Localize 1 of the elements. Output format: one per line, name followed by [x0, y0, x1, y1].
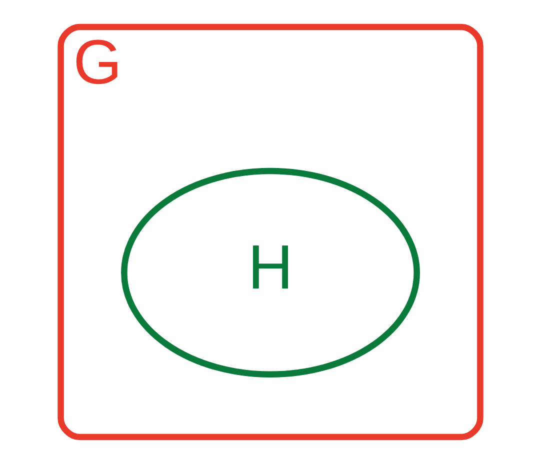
node-ellipse: H — [121, 168, 420, 378]
